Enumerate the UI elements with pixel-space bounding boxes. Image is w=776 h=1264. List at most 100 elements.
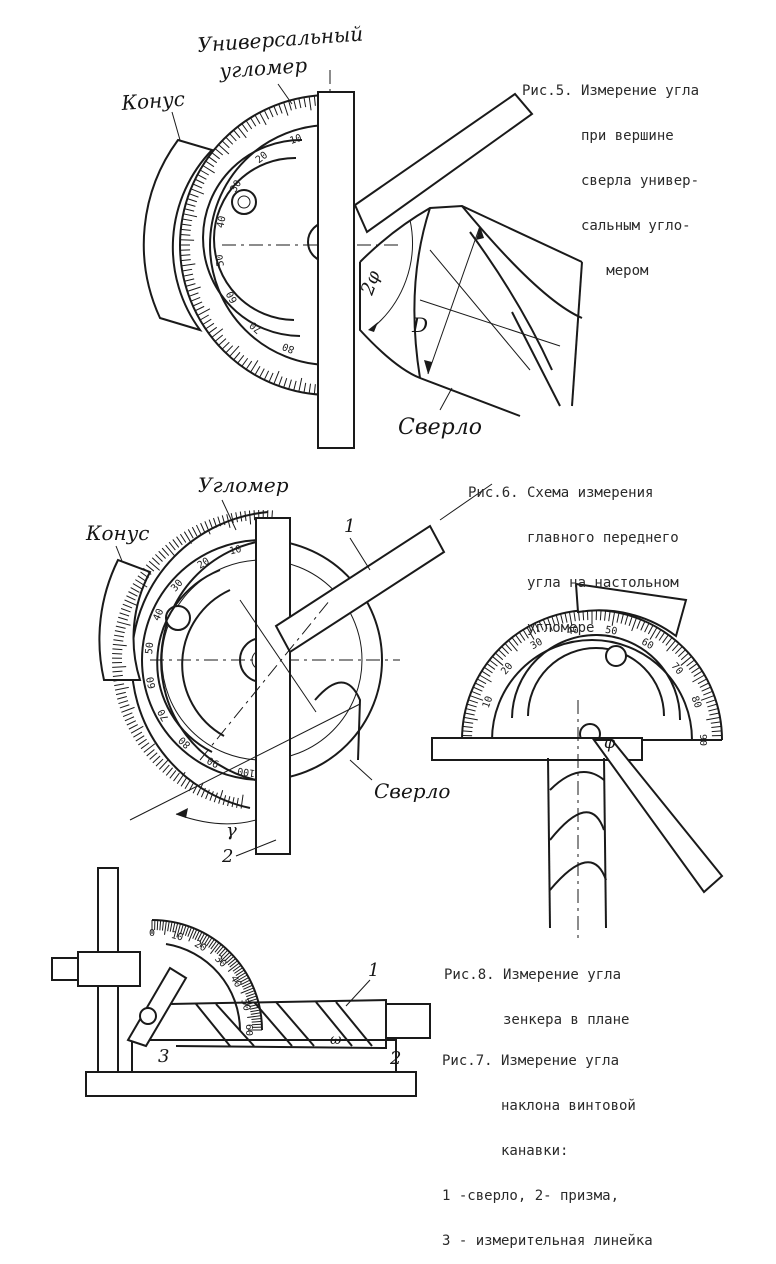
scale-tick [133,732,142,737]
scale-tick [260,369,265,378]
scale-tick [181,229,191,230]
caption-line: главного переднего [468,531,679,546]
scale-tick [466,709,476,711]
scale-tick [284,102,288,115]
scale-tick [473,687,482,691]
scale-tick [470,696,483,701]
caption-line: Рис.7. Измерение угла [442,1054,653,1069]
fig7-clamp [78,952,140,986]
scale-tick [115,687,129,690]
scale-tick [230,961,238,967]
scale-number: 40 [228,974,244,990]
scale-tick [187,199,197,202]
scale-tick [251,360,258,372]
scale-tick [191,189,204,194]
scale-tick [112,667,126,668]
scale-tick [250,1010,260,1012]
fig8-blade [594,740,722,892]
page: Универсальный угломер Конус 010203040506… [0,0,776,1130]
scale-tick [155,554,162,561]
scale-tick [212,153,220,159]
scale-tick [269,373,273,382]
scale-tick [163,765,170,772]
scale-tick [187,287,200,291]
scale-tick [242,358,248,366]
scale-tick [709,713,719,715]
scale-tick [251,1013,261,1015]
scale-tick [246,361,252,369]
scale-tick [299,98,301,108]
scale-tick [185,780,190,789]
scale-tick [201,523,205,532]
scale-tick [193,302,202,306]
caption-line: 1 -сверло, 2- призма, [442,1189,653,1204]
fig5-title: Универсальный [197,21,364,57]
scale-tick [180,235,190,236]
scale-tick [153,756,160,763]
scale-tick [711,722,721,723]
fig5-title-2: угломер [218,53,308,83]
scale-tick [254,510,255,520]
scale-number: 10 [288,133,303,147]
fig6-caption: Рис.6. Схема измерения главного переднег… [468,456,679,651]
fig6-label-2: 2 [221,846,233,867]
fig6-label-1: 1 [344,516,355,537]
scale-tick [206,323,214,329]
fig7-clamp-knob [52,958,78,980]
scale-tick [245,511,246,521]
caption-line: мером [522,264,699,279]
scale-tick [237,798,239,808]
scale-number: 20 [499,661,515,677]
scale-tick [169,542,175,550]
scale-tick [463,722,473,723]
scale-number: 40 [215,215,228,229]
scale-tick [189,293,198,296]
scale-tick [206,161,214,167]
scale-tick [691,667,699,673]
fig7-label-2: 2 [389,1048,401,1069]
scale-tick [694,671,702,676]
fig5-universal-protractor: Универсальный угломер Конус 010203040506… [120,21,582,448]
scale-tick [200,170,209,175]
scale-tick [678,650,685,657]
scale-tick [294,99,296,109]
scale-tick [123,713,132,717]
scale-tick [304,383,306,393]
scale-tick [152,558,159,565]
caption-line: Рис.5. Измерение угла [522,84,699,99]
scale-tick [196,525,200,534]
fig6-gamma-label: γ [226,820,237,841]
scale-tick [186,204,196,207]
scale-number: 10 [228,544,242,558]
scale-tick [251,1019,261,1020]
scale-tick [160,920,161,930]
scale-tick [490,660,498,666]
scale-tick [700,683,709,687]
scale-tick [219,339,226,346]
scale-tick [242,124,248,132]
scale-number: 100 [237,765,256,778]
fig6-locking-screw [166,606,190,630]
scale-tick [181,224,191,225]
scale-tick [193,184,202,188]
scale-tick [188,529,193,538]
fig5-cone-label: Конус [120,87,186,115]
scale-tick [495,653,502,660]
caption-line: 3 - измерительная линейка [442,1234,653,1249]
scale-tick [475,683,484,687]
fig6-bench-protractor: Угломер Конус 0102030405060708090100 1 [85,473,492,867]
scale-tick [702,687,711,691]
scale-tick [186,284,196,287]
scale-tick [468,700,478,703]
scale-tick [234,352,240,360]
scale-tick [687,660,695,666]
scale-tick [289,380,292,390]
scale-tick [147,750,155,756]
scale-number: 60 [145,676,158,690]
caption-line: наклона винтовой [442,1099,653,1114]
scale-tick [467,704,477,707]
scale-tick [184,279,194,281]
scale-tick [241,988,254,993]
fig6-blade [276,526,444,652]
scale-tick [314,384,315,394]
